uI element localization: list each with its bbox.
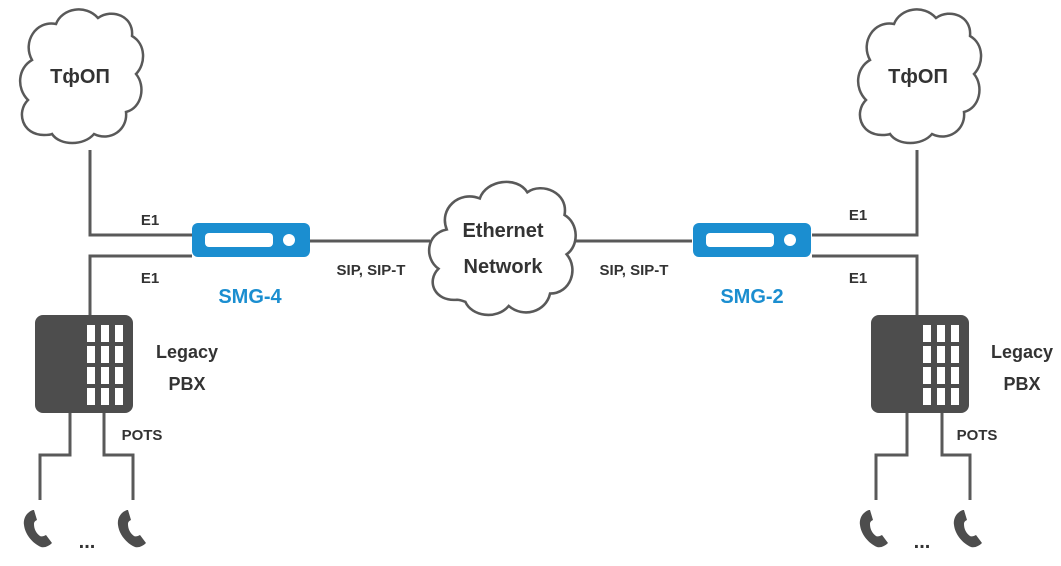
e1-link-left-top <box>88 150 192 237</box>
network-label: Network <box>464 256 544 278</box>
pstn-cloud-left: ТфОП <box>18 8 145 145</box>
pstn-cloud-right: ТфОП <box>856 8 983 145</box>
smg-4-label: SMG-4 <box>218 286 282 308</box>
e1-left-top-label: E1 <box>141 212 159 229</box>
phones-left-ellipsis: ... <box>79 531 96 553</box>
pbx-right-label-line2: PBX <box>1003 374 1040 394</box>
pbx-left-label-line2: PBX <box>168 374 205 394</box>
pots-line-left-2 <box>102 412 135 500</box>
e1-left-bottom-label: E1 <box>141 270 159 287</box>
phone-icon <box>117 510 146 548</box>
pots-line-right-2 <box>940 412 972 500</box>
gateway-icon <box>192 223 310 257</box>
e1-right-bottom-label: E1 <box>849 270 867 287</box>
phone-icon <box>23 510 52 548</box>
phones-right-ellipsis: ... <box>914 531 931 553</box>
smg-2-gateway: SMG-2 <box>693 223 811 308</box>
pbx-left-label-line1: Legacy <box>156 342 218 362</box>
sip-right-label: SIP, SIP-T <box>600 262 669 279</box>
pots-right-label: POTS <box>957 427 998 444</box>
gateway-icon <box>693 223 811 257</box>
e1-right-top-label: E1 <box>849 207 867 224</box>
pots-left-label: POTS <box>122 427 163 444</box>
e1-link-left-bottom <box>88 254 192 316</box>
phone-icon <box>859 510 888 548</box>
pbx-right-label-line1: Legacy <box>991 342 1053 362</box>
pbx-icon <box>871 315 969 413</box>
smg-2-label: SMG-2 <box>720 286 783 308</box>
pstn-left-label: ТфОП <box>50 66 110 88</box>
connection-lines <box>38 150 972 500</box>
sip-left-label: SIP, SIP-T <box>337 262 406 279</box>
pbx-icon <box>35 315 133 413</box>
pstn-right-label: ТфОП <box>888 66 948 88</box>
cloud-icon <box>427 180 577 317</box>
ethernet-label: Ethernet <box>462 220 543 242</box>
phone-icon <box>953 510 982 548</box>
e1-link-right-top <box>812 150 919 237</box>
legacy-pbx-left: Legacy PBX <box>35 315 218 413</box>
e1-link-right-bottom <box>812 254 919 316</box>
ethernet-network-cloud: Ethernet Network <box>427 180 577 317</box>
smg-4-gateway: SMG-4 <box>192 223 310 308</box>
pots-line-left-1 <box>38 412 72 500</box>
legacy-pbx-right: Legacy PBX <box>871 315 1053 413</box>
pots-line-right-1 <box>874 412 909 500</box>
